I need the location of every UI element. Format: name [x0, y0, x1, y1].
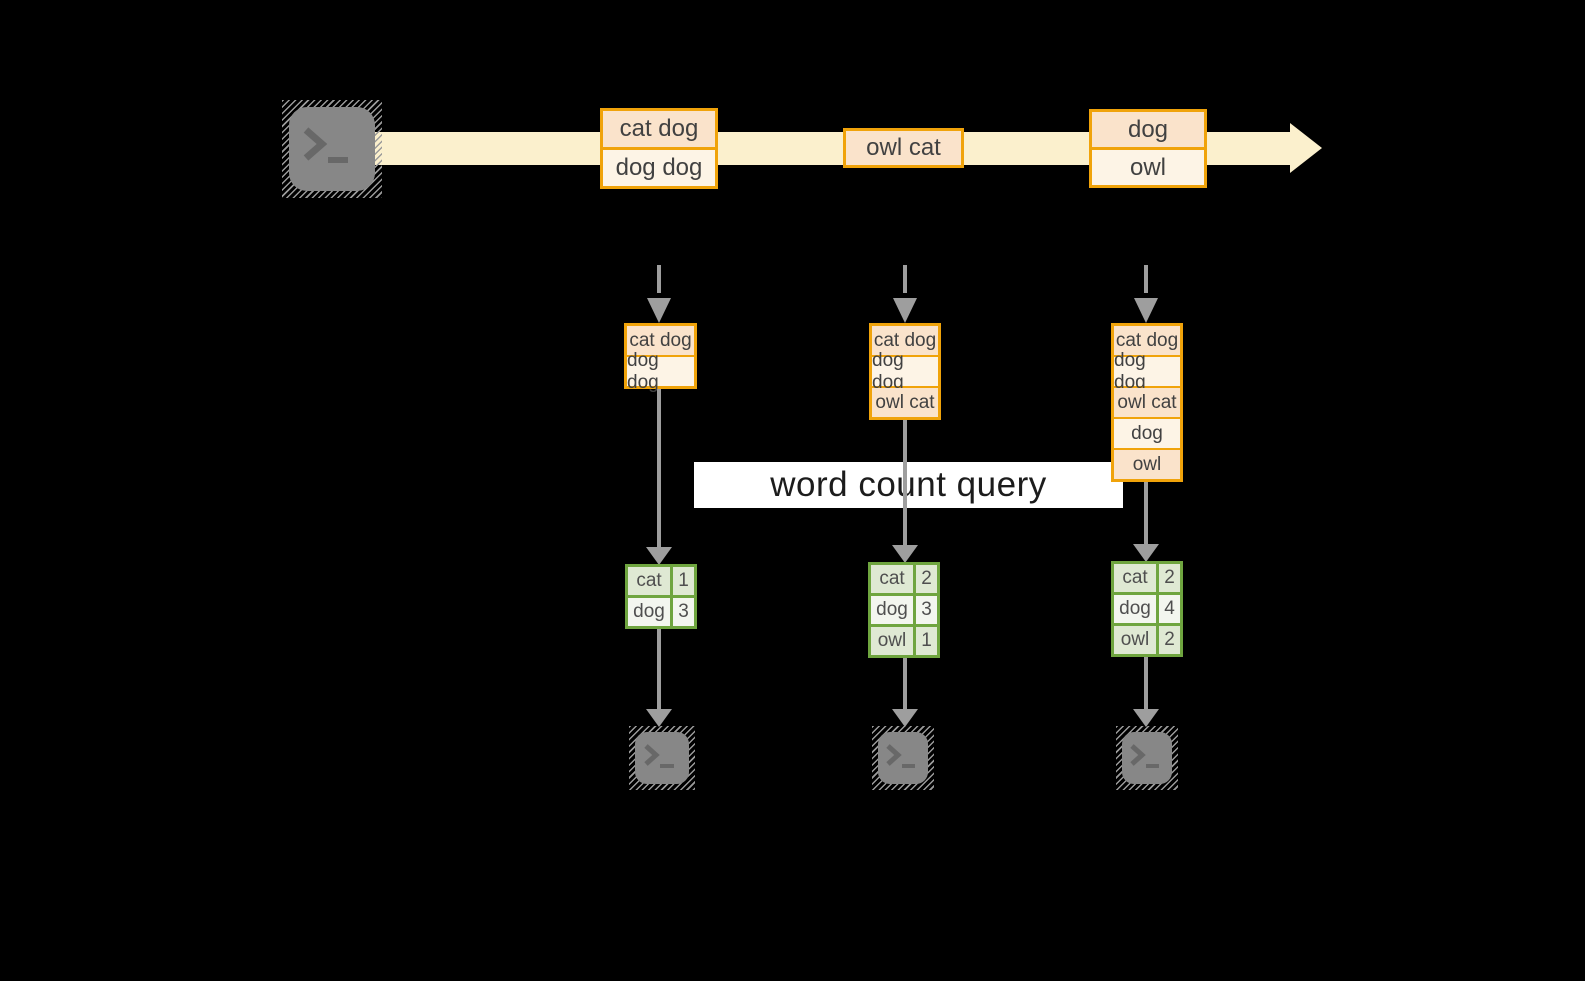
- batch-cell: dog: [1092, 112, 1204, 147]
- table-row: dog 3: [628, 598, 694, 626]
- word-cell: cat: [871, 565, 913, 593]
- batch-cell: dog dog: [603, 150, 715, 186]
- table-row: dog 4: [1114, 595, 1180, 623]
- word-cell: dog: [1114, 595, 1156, 623]
- stack-cell: dog dog: [1114, 350, 1180, 393]
- word-cell: owl: [1114, 626, 1156, 654]
- count-cell: 3: [916, 596, 937, 624]
- table-row: cat 1: [628, 567, 694, 595]
- count-cell: 3: [673, 598, 694, 626]
- terminal-body: [635, 732, 689, 784]
- dashed-arrowhead-icon: [647, 298, 671, 323]
- connector-line: [903, 658, 907, 709]
- word-count-table-2: cat 2 dog 3 owl 1: [868, 562, 940, 658]
- connector-arrowhead-icon: [1133, 709, 1159, 727]
- dashed-arrow-segment: [903, 265, 907, 293]
- batch-box-2: owl cat: [843, 128, 964, 168]
- count-cell: 1: [916, 627, 937, 655]
- word-count-table-3: cat 2 dog 4 owl 2: [1111, 561, 1183, 657]
- terminal-prompt-glyph: [303, 127, 348, 163]
- stack-cell: cat dog: [627, 326, 694, 355]
- stack-cell: owl cat: [872, 388, 938, 417]
- terminal-prompt-glyph: [644, 744, 674, 768]
- terminal-prompt-glyph: [886, 744, 915, 768]
- word-count-table-1: cat 1 dog 3: [625, 564, 697, 629]
- terminal-body: [289, 107, 375, 191]
- word-cell: cat: [628, 567, 670, 595]
- connector-arrowhead-icon: [892, 709, 918, 727]
- batch-cell: owl cat: [846, 131, 961, 165]
- connector-arrowhead-icon: [892, 545, 918, 563]
- terminal-body: [1122, 732, 1172, 784]
- terminal-prompt-glyph: [1130, 744, 1159, 768]
- word-cell: dog: [628, 598, 670, 626]
- connector-line: [1144, 482, 1148, 544]
- stack-cell: owl cat: [1114, 388, 1180, 417]
- table-row: cat 2: [1114, 564, 1180, 592]
- sink-terminal-icon: [872, 726, 934, 790]
- micro-batch-stack-2: cat dog dog dog owl cat: [869, 323, 941, 420]
- connector-arrowhead-icon: [646, 709, 672, 727]
- connector-line: [1144, 657, 1148, 709]
- batch-box-3: dog owl: [1089, 109, 1207, 188]
- micro-batch-stack-3: cat dog dog dog owl cat dog owl: [1111, 323, 1183, 482]
- sink-terminal-icon: [1116, 726, 1178, 790]
- stack-cell: cat dog: [872, 326, 938, 355]
- dashed-arrowhead-icon: [1134, 298, 1158, 323]
- connector-arrowhead-icon: [1133, 544, 1159, 562]
- stack-cell: cat dog: [1114, 326, 1180, 355]
- connector-line: [657, 389, 661, 547]
- count-cell: 1: [673, 567, 694, 595]
- table-row: owl 2: [1114, 626, 1180, 654]
- connector-arrowhead-icon: [646, 547, 672, 565]
- word-cell: dog: [871, 596, 913, 624]
- count-cell: 2: [916, 565, 937, 593]
- sink-terminal-icon: [629, 726, 695, 790]
- connector-line: [903, 420, 907, 545]
- batch-box-1: cat dog dog dog: [600, 108, 718, 189]
- table-row: cat 2: [871, 565, 937, 593]
- dashed-arrowhead-icon: [893, 298, 917, 323]
- count-cell: 2: [1159, 564, 1180, 592]
- batch-cell: cat dog: [603, 111, 715, 147]
- word-cell: owl: [871, 627, 913, 655]
- stack-cell: dog: [1114, 419, 1180, 448]
- source-terminal-icon: [282, 100, 382, 198]
- stack-cell: dog dog: [627, 350, 694, 393]
- connector-line: [657, 629, 661, 709]
- word-cell: cat: [1114, 564, 1156, 592]
- query-label: word count query: [694, 462, 1123, 508]
- count-cell: 4: [1159, 595, 1180, 623]
- batch-cell: owl: [1092, 150, 1204, 185]
- table-row: dog 3: [871, 596, 937, 624]
- table-row: owl 1: [871, 627, 937, 655]
- dashed-arrow-segment: [1144, 265, 1148, 293]
- stack-cell: dog dog: [872, 350, 938, 393]
- stream-timeline-arrowhead-icon: [1290, 123, 1322, 173]
- micro-batch-stack-1: cat dog dog dog: [624, 323, 697, 393]
- stack-cell: owl: [1114, 450, 1180, 479]
- dashed-arrow-segment: [657, 265, 661, 293]
- count-cell: 2: [1159, 626, 1180, 654]
- terminal-body: [878, 732, 928, 784]
